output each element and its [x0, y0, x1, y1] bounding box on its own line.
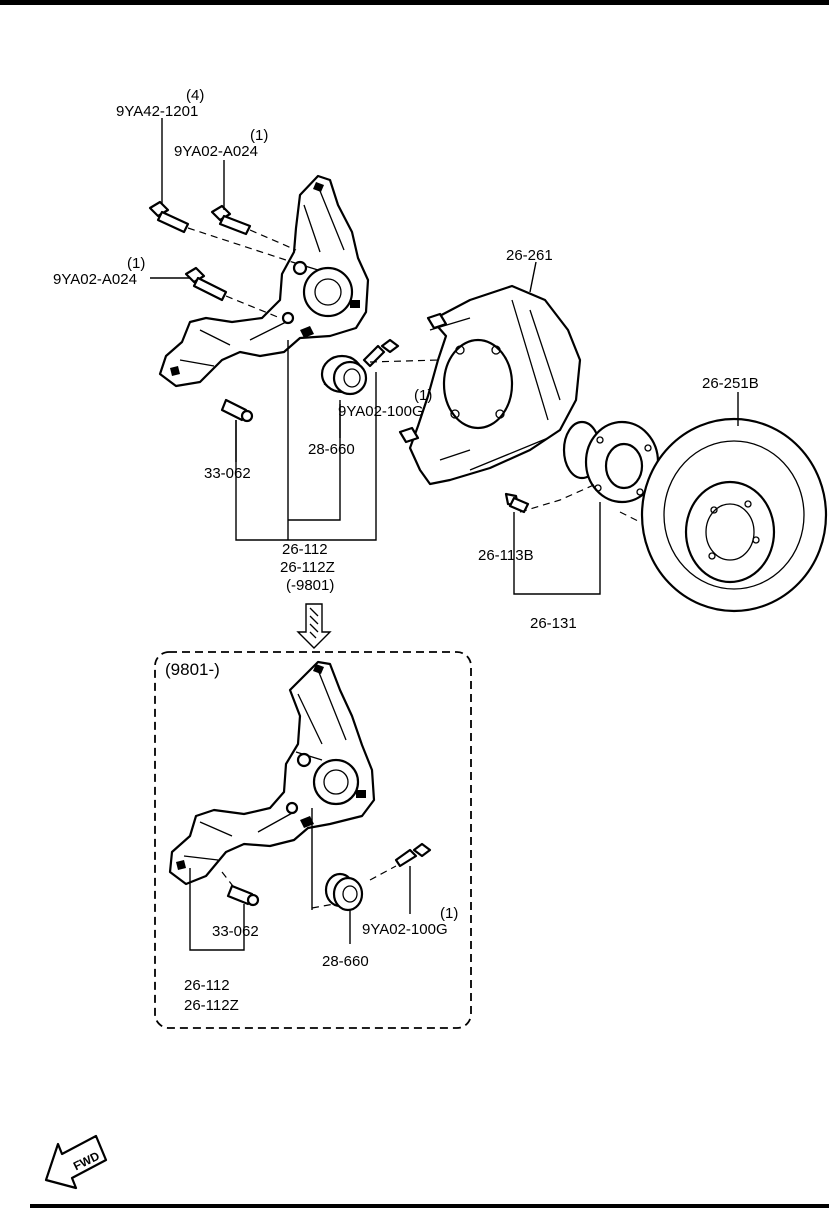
label-inset-bolt: 9YA02-100G: [362, 921, 448, 938]
bolt-9ya02-a024-left: [184, 266, 228, 302]
label-inset-bolt-qty: (1): [440, 905, 458, 922]
stud-33-062: [220, 398, 254, 423]
label-hub-bolt: 26-113B: [478, 547, 534, 564]
bushing-28-660: [320, 354, 368, 396]
bolt-9ya02-a024-top: [210, 204, 252, 236]
label-bolt-b: 9YA02-A024: [53, 271, 137, 288]
label-bolt-c-qty: (1): [414, 387, 432, 404]
label-inset-stud: 33-062: [212, 923, 259, 940]
inset-bolt-9ya02-100g: [394, 842, 432, 868]
label-inset-knuckle-2: 26-112Z: [184, 997, 239, 1014]
label-knuckle-1: 26-112: [282, 541, 328, 558]
inset-bushing-28-660: [324, 872, 364, 912]
label-bolt-a-qty: (1): [250, 127, 268, 144]
label-bolt-c: 9YA02-100G: [338, 403, 424, 420]
label-knuckle-2: 26-112Z: [280, 559, 335, 576]
label-bushing: 28-660: [308, 441, 355, 458]
hub-26-131: [562, 420, 660, 504]
label-bolt-top: 9YA42-1201: [116, 103, 198, 120]
top-border: [0, 0, 829, 5]
hub-bolt-26-113b: [504, 492, 530, 514]
label-disc: 26-251B: [702, 375, 759, 392]
label-knuckle-date: (-9801): [286, 577, 334, 594]
bolt-9ya42-1201: [148, 200, 190, 234]
double-line-down-arrow-icon: [296, 603, 332, 649]
label-inset-bushing: 28-660: [322, 953, 369, 970]
inset-title: (9801-): [165, 660, 220, 679]
label-bolt-a: 9YA02-A024: [174, 143, 258, 160]
label-stud: 33-062: [204, 465, 251, 482]
fwd-arrow-icon: FWD: [44, 1134, 108, 1190]
label-bolt-top-qty: (4): [186, 87, 204, 104]
label-hub: 26-131: [530, 615, 577, 632]
label-dust-cover: 26-261: [506, 247, 553, 264]
brake-disc-26-251b: [640, 417, 828, 613]
label-inset-knuckle-1: 26-112: [184, 977, 230, 994]
inset-box: [154, 651, 472, 1029]
bolt-9ya02-100g: [362, 338, 400, 368]
knuckle-main: [158, 174, 370, 388]
label-bolt-b-qty: (1): [127, 255, 145, 272]
knuckle-inset: [168, 660, 376, 886]
dust-cover-26-261: [398, 284, 582, 486]
bottom-border: [30, 1204, 829, 1208]
inset-stud-33-062: [226, 884, 260, 907]
